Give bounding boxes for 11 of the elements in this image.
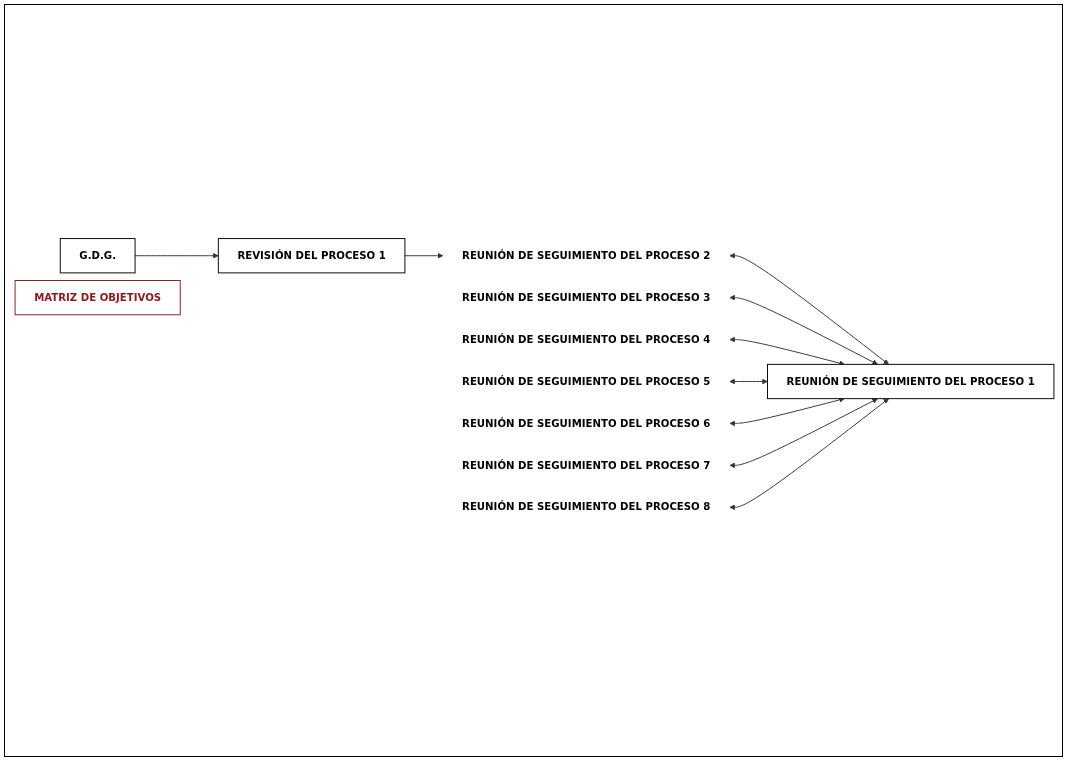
node-box: MATRIZ DE OBJETIVOS: [14, 280, 181, 316]
node-text: REUNIÓN DE SEGUIMIENTO DEL PROCESO 3: [462, 291, 711, 304]
node-text: REUNIÓN DE SEGUIMIENTO DEL PROCESO 5: [462, 375, 711, 388]
node-text: REUNIÓN DE SEGUIMIENTO DEL PROCESO 7: [462, 458, 711, 472]
node-box: REVISIÓN DEL PROCESO 1: [217, 238, 406, 274]
node-box: G.D.G.: [59, 238, 136, 274]
node-text: REUNIÓN DE SEGUIMIENTO DEL PROCESO 6: [462, 417, 711, 430]
node-text: REUNIÓN DE SEGUIMIENTO DEL PROCESO 4: [462, 333, 711, 346]
node-box: REUNIÓN DE SEGUIMIENTO DEL PROCESO 1: [767, 363, 1055, 400]
node-text: REUNIÓN DE SEGUIMIENTO DEL PROCESO 2: [462, 249, 711, 262]
node-text: REUNIÓN DE SEGUIMIENTO DEL PROCESO 8: [462, 500, 711, 513]
